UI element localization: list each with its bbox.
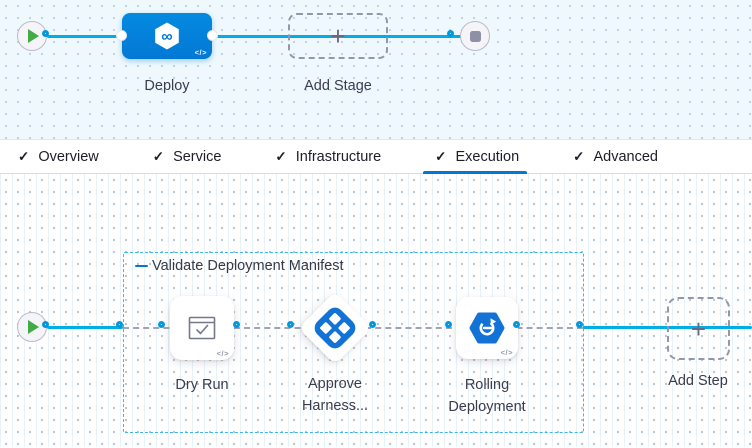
tab-overview[interactable]: ✓ Overview <box>18 148 99 165</box>
yaml-code-icon[interactable]: </> <box>194 48 207 57</box>
step-group-validate-deployment-manifest[interactable]: Validate Deployment Manifest <box>123 252 584 433</box>
plus-icon: + <box>690 313 707 344</box>
step-dry-run[interactable]: </> <box>170 296 234 360</box>
play-icon <box>28 29 39 43</box>
check-icon: ✓ <box>18 148 30 164</box>
add-stage-button[interactable]: + <box>288 13 388 59</box>
step-label-rolling-deployment: Rolling Deployment <box>448 377 526 416</box>
yaml-code-icon[interactable]: </> <box>216 349 229 358</box>
execution-canvas: Validate Deployment Manifest </> Dry Run… <box>0 174 752 447</box>
tab-execution[interactable]: ✓ Execution <box>423 140 528 174</box>
connector-port[interactable] <box>576 321 583 328</box>
stop-icon <box>469 30 481 42</box>
connector-port[interactable] <box>158 321 165 328</box>
connector-port[interactable] <box>42 321 49 328</box>
stage-label: Deploy <box>144 78 190 94</box>
add-stage-label: Add Stage <box>304 78 372 94</box>
step-rolling-deployment[interactable]: </> <box>456 297 518 359</box>
stage-connector-line <box>47 35 463 38</box>
yaml-code-icon[interactable]: </> <box>500 348 513 357</box>
harness-deploy-icon: ∞ <box>155 22 179 50</box>
connector-port[interactable] <box>447 30 454 37</box>
svg-text:∞: ∞ <box>161 29 172 46</box>
step-label-dry-run: Dry Run <box>175 377 229 393</box>
dry-run-icon <box>188 316 216 340</box>
connector-port[interactable] <box>287 321 294 328</box>
tab-infrastructure[interactable]: ✓ Infrastructure <box>275 148 382 165</box>
stage-port-right[interactable] <box>207 30 218 41</box>
collapse-dash-icon[interactable] <box>135 264 148 268</box>
check-icon: ✓ <box>275 148 287 164</box>
connector-port[interactable] <box>369 321 376 328</box>
add-step-label: Add Step <box>668 373 728 389</box>
play-icon <box>28 320 39 334</box>
connector-port[interactable] <box>42 30 49 37</box>
rolling-deployment-icon <box>469 312 505 344</box>
add-step-button[interactable]: + <box>667 297 730 360</box>
stage-node-deploy[interactable]: ∞ </> <box>116 13 218 59</box>
step-label-approve: Approve Harness... <box>301 376 369 415</box>
tab-service[interactable]: ✓ Service <box>152 148 222 165</box>
pipeline-start-node[interactable] <box>17 21 47 51</box>
check-icon: ✓ <box>435 148 447 164</box>
connector-port[interactable] <box>445 321 452 328</box>
stage-canvas: ∞ </> Deploy + Add Stage <box>0 0 752 140</box>
plus-icon: + <box>330 21 346 51</box>
check-icon: ✓ <box>152 148 165 164</box>
stage-config-tabbar: ✓ Overview ✓ Service ✓ Infrastructure ✓ … <box>0 140 752 174</box>
stage-port-left[interactable] <box>116 30 127 41</box>
exec-line-solid-left <box>47 326 123 329</box>
pipeline-end-node[interactable] <box>460 21 490 51</box>
check-icon: ✓ <box>573 148 585 164</box>
step-group-label: Validate Deployment Manifest <box>135 258 344 274</box>
connector-port[interactable] <box>513 321 520 328</box>
connector-port[interactable] <box>116 321 123 328</box>
connector-port[interactable] <box>233 321 240 328</box>
tab-advanced[interactable]: ✓ Advanced <box>573 148 658 165</box>
